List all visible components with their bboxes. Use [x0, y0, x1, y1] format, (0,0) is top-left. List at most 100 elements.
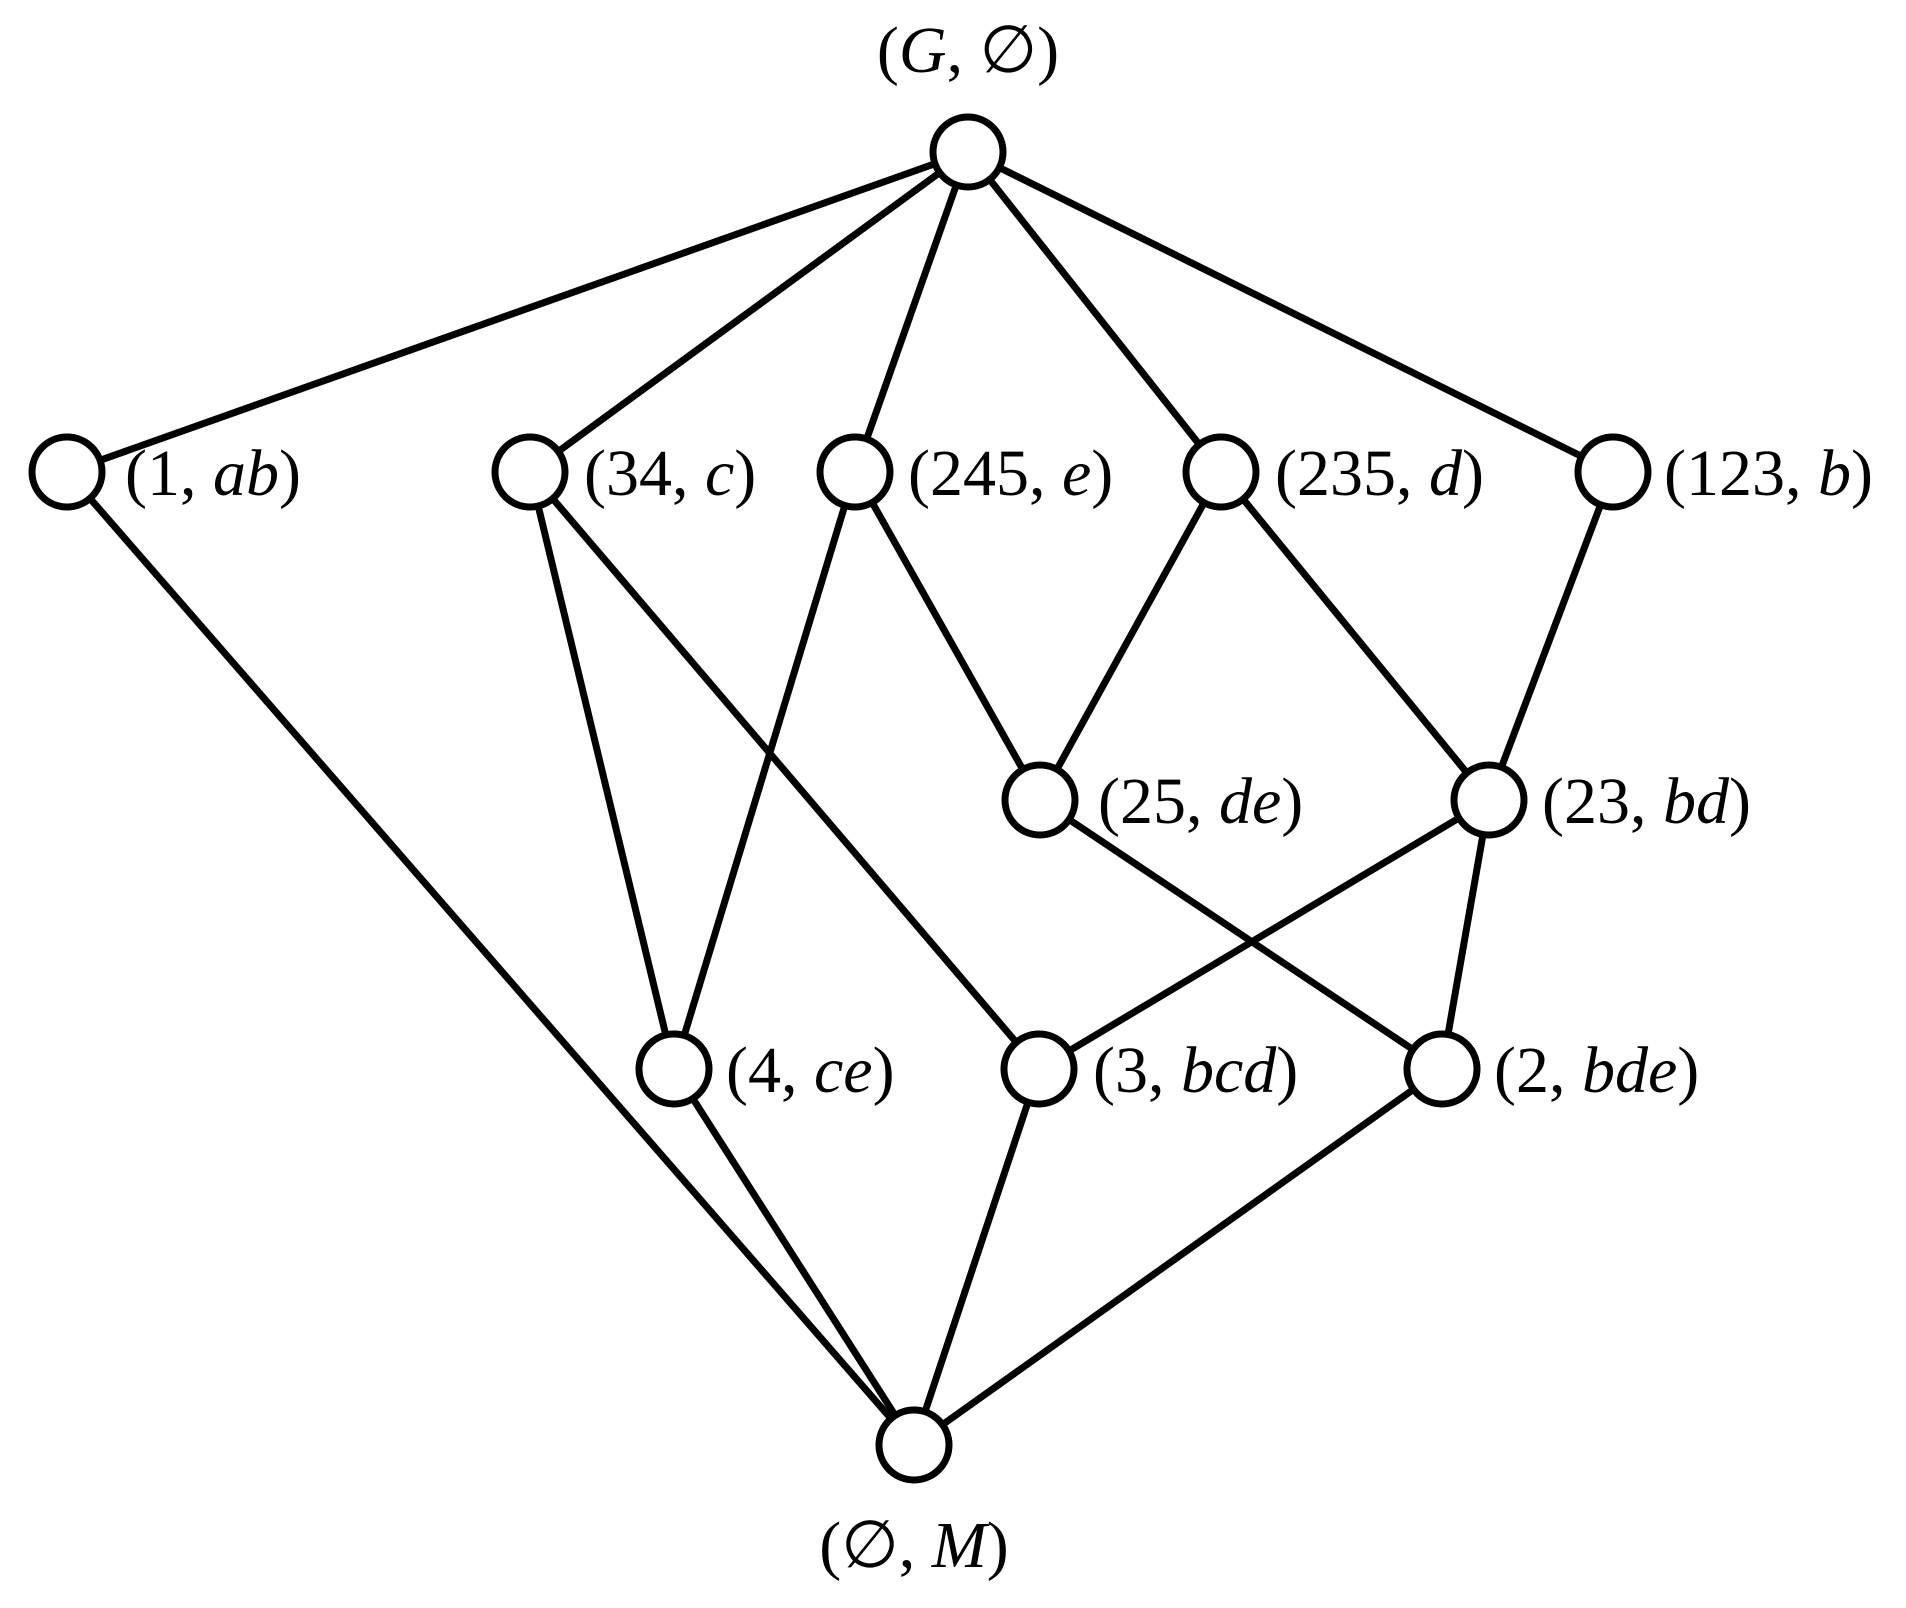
node-label-bottom: (∅, M)	[819, 1509, 1008, 1582]
label-intent: de	[1219, 765, 1281, 838]
label-comma: ,	[781, 1034, 814, 1107]
lattice-edges	[86, 160, 1605, 1429]
label-open-paren: (	[584, 437, 606, 510]
label-extent: 245	[930, 437, 1029, 510]
label-open-paren: (	[1664, 437, 1686, 510]
label-open-paren: (	[877, 14, 899, 87]
label-open-paren: (	[1494, 1034, 1516, 1107]
edge-n3bcd-bottom	[921, 1098, 1032, 1416]
label-close-paren: )	[987, 1509, 1009, 1582]
edge-n4ce-bottom	[689, 1095, 899, 1419]
label-intent: bd	[1663, 765, 1730, 838]
label-comma: ,	[1549, 1034, 1582, 1107]
label-comma: ,	[899, 1509, 932, 1582]
node-label-n245e: (245, e)	[908, 437, 1113, 510]
edge-n2bde-bottom	[939, 1085, 1417, 1429]
node-n25de	[1001, 761, 1079, 839]
node-label-n34c: (34, c)	[584, 437, 756, 510]
node-n3bcd	[1000, 1030, 1078, 1108]
label-comma: ,	[1630, 765, 1663, 838]
edge-n235d-n23bd	[1239, 495, 1471, 777]
edge-n34c-n3bcd	[549, 495, 1020, 1046]
label-open-paren: (	[1098, 765, 1120, 838]
label-extent: 34	[606, 437, 672, 510]
node-top	[929, 113, 1007, 191]
label-intent: b	[1818, 437, 1851, 510]
label-open-paren: (	[819, 1509, 841, 1582]
label-extent: ∅	[841, 1509, 899, 1582]
label-extent: 25	[1120, 765, 1186, 838]
label-extent: 4	[748, 1034, 781, 1107]
label-extent: G	[899, 14, 947, 87]
node-n245e	[816, 433, 894, 511]
label-close-paren: )	[1276, 1034, 1298, 1107]
edge-top-n123b	[995, 164, 1586, 460]
node-n2bde	[1403, 1030, 1481, 1108]
node-n23bd	[1450, 761, 1528, 839]
node-n34c	[491, 433, 569, 511]
label-close-paren: )	[1281, 765, 1303, 838]
label-open-paren: (	[1093, 1034, 1115, 1107]
edge-n23bd-n2bde	[1444, 831, 1487, 1038]
label-intent: ce	[814, 1034, 873, 1107]
node-label-n235d: (235, d)	[1275, 437, 1484, 510]
label-close-paren: )	[1091, 437, 1113, 510]
label-intent: c	[705, 437, 734, 510]
label-intent: e	[1062, 437, 1091, 510]
label-comma: ,	[1029, 437, 1062, 510]
edge-n25de-n2bde	[1065, 816, 1417, 1053]
edge-n245e-n25de	[868, 499, 1027, 773]
edge-n235d-n25de	[1053, 499, 1208, 773]
node-n235d	[1182, 433, 1260, 511]
node-label-n25de: (25, de)	[1098, 765, 1303, 838]
label-close-paren: )	[1851, 437, 1873, 510]
label-comma: ,	[1785, 437, 1818, 510]
lattice-nodes	[28, 113, 1652, 1484]
label-close-paren: )	[1729, 765, 1751, 838]
label-extent: 1	[147, 437, 180, 510]
label-close-paren: )	[279, 437, 301, 510]
edge-top-n34c	[554, 169, 944, 455]
label-extent: 23	[1564, 765, 1630, 838]
edge-top-n235d	[986, 176, 1203, 448]
edge-n245e-n4ce	[680, 502, 849, 1039]
label-comma: ,	[1186, 765, 1219, 838]
label-open-paren: (	[125, 437, 147, 510]
label-comma: ,	[180, 437, 213, 510]
label-close-paren: )	[873, 1034, 895, 1107]
label-close-paren: )	[1462, 437, 1484, 510]
node-label-n23bd: (23, bd)	[1542, 765, 1751, 838]
edge-top-n1ab	[96, 160, 939, 464]
node-n4ce	[635, 1030, 713, 1108]
label-close-paren: )	[1037, 14, 1059, 87]
edge-n34c-n4ce	[534, 502, 670, 1039]
node-label-n1ab: (1, ab)	[125, 437, 301, 510]
label-open-paren: (	[1275, 437, 1297, 510]
label-open-paren: (	[726, 1034, 748, 1107]
label-intent: bcd	[1181, 1034, 1277, 1107]
label-extent: 3	[1115, 1034, 1148, 1107]
node-n123b	[1574, 433, 1652, 511]
label-close-paren: )	[734, 437, 756, 510]
label-comma: ,	[1148, 1034, 1181, 1107]
label-extent: 2	[1516, 1034, 1549, 1107]
label-open-paren: (	[908, 437, 930, 510]
label-extent: 235	[1297, 437, 1396, 510]
node-label-n123b: (123, b)	[1664, 437, 1873, 510]
edge-n1ab-bottom	[86, 494, 895, 1423]
edge-top-n245e	[863, 181, 960, 443]
label-comma: ,	[1396, 437, 1429, 510]
node-n1ab	[28, 433, 106, 511]
node-label-n2bde: (2, bde)	[1494, 1034, 1699, 1107]
edge-n23bd-n3bcd	[1065, 814, 1463, 1055]
node-label-n3bcd: (3, bcd)	[1093, 1034, 1298, 1107]
label-comma: ,	[947, 14, 980, 87]
label-comma: ,	[672, 437, 705, 510]
node-label-top: (G, ∅)	[877, 14, 1059, 87]
label-extent: 123	[1686, 437, 1785, 510]
label-intent: ∅	[980, 14, 1038, 87]
label-intent: bde	[1582, 1034, 1677, 1107]
label-intent: M	[931, 1509, 991, 1582]
label-close-paren: )	[1677, 1034, 1699, 1107]
